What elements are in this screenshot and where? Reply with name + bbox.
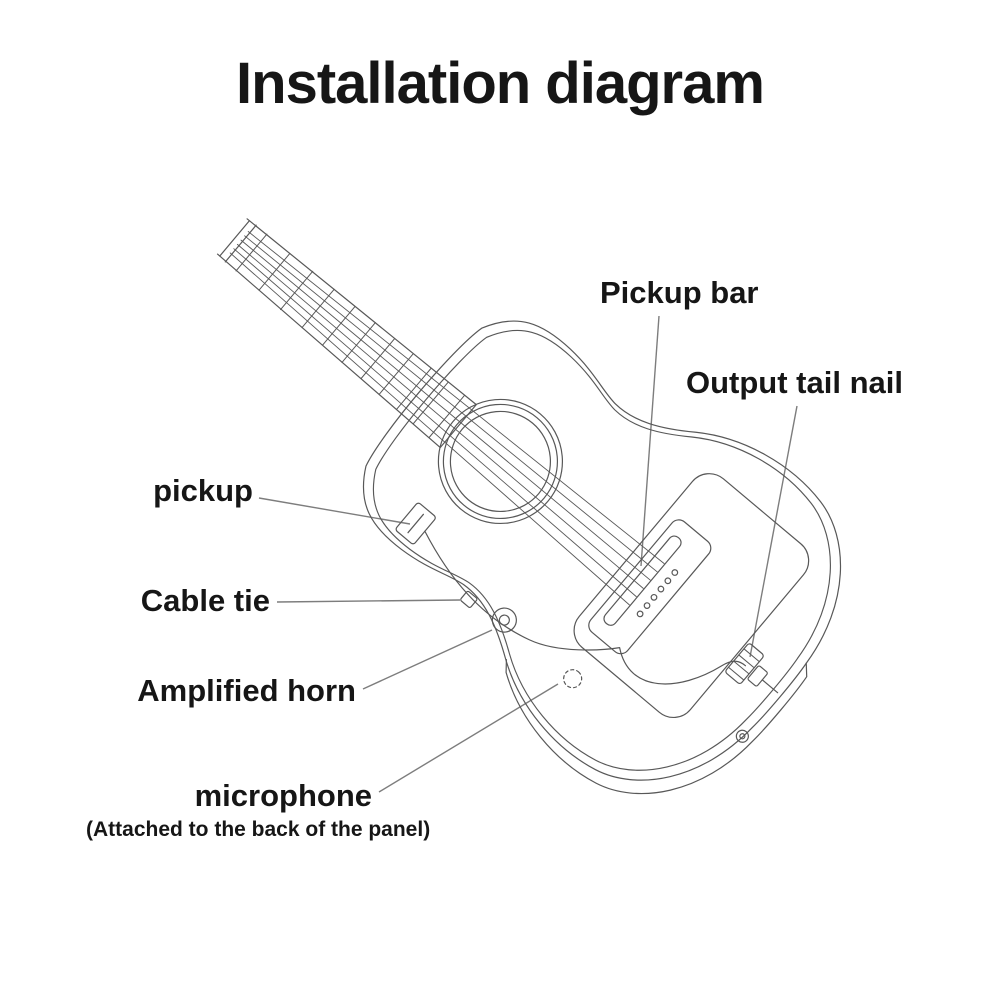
amplified-horn-speaker [491,607,517,633]
frets [235,233,465,438]
fingerboard-edges [216,218,477,449]
guitar-body-purfling [372,329,831,771]
leader-line-output-tail-nail [749,405,798,658]
leader-line-pickup-bar [640,315,660,567]
label-cable-tie: Cable tie [140,583,270,618]
string-5 [244,235,658,573]
bridge-and-pickup-bar [588,519,712,655]
microphone-hidden [563,669,583,689]
label-amplified-horn: Amplified horn [137,673,356,708]
nut [219,220,257,263]
string-1 [229,252,630,606]
leader-line-microphone [378,683,559,793]
interior-panel-frame [573,473,810,719]
label-microphone: microphone [194,778,372,813]
string-2 [233,248,637,598]
strap-button-outer [735,729,749,743]
signal-cable [424,530,747,685]
strings [229,231,665,606]
bridge-pin [643,602,651,610]
leader-line-cable-tie [276,599,461,603]
label-pickup-bar: Pickup bar [600,275,759,310]
leader-lines [258,315,798,793]
sound-hole [437,398,564,525]
guitar-neck [216,218,477,449]
string-4 [240,239,651,581]
bridge-pin [657,585,665,593]
leader-line-pickup [258,497,411,525]
pickup-device [395,502,436,545]
bridge-pin [636,610,644,618]
horn-outer [491,607,517,633]
jack-ridges [728,648,760,681]
rosette-ring-outer [437,398,564,525]
rosette-ring-inner [442,403,559,520]
bridge-pin [664,577,672,585]
strap-button [735,729,749,743]
label-output-tail-nail: Output tail nail [686,365,903,400]
string-6 [247,231,665,564]
label-pickup: pickup [153,473,253,508]
pickup-bar [603,535,682,626]
jack-body [725,643,764,685]
bridge-pin [671,569,679,576]
bridge-plate [588,519,712,655]
strap-button-inner [739,733,746,740]
page-title: Installation diagram [236,51,765,116]
guitar [216,218,842,795]
pickup-device-detail [407,513,425,534]
output-tail-nail-jack [725,643,779,694]
sound-hole-edge [449,410,552,513]
bridge-pin [650,593,658,601]
leader-line-amplified-horn [362,629,493,690]
cable-tie-clamp [460,590,478,608]
guitar-rim-depth [505,659,808,795]
jack-pin [761,679,779,694]
string-3 [236,243,644,589]
jack-barrel [747,665,768,687]
label-microphone-note: (Attached to the back of the panel) [86,818,431,841]
guitar-body-outline [362,320,842,781]
